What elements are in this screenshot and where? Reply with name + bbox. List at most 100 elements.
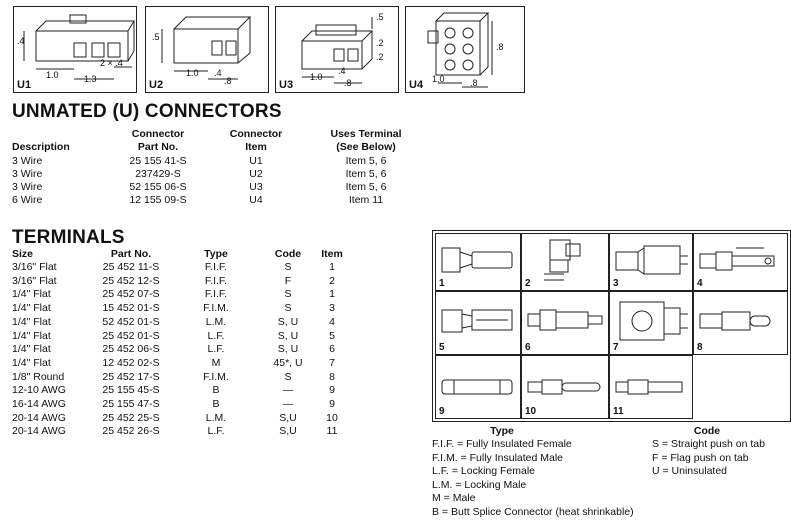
cell-part: 25 452 11-S	[102, 261, 160, 273]
figure-u4: 1.0 .8 .8 U4	[405, 6, 525, 93]
u2-dim-cavity: .4	[214, 68, 222, 78]
cell-number: 1	[439, 278, 445, 289]
terminal-illustration-2: 2	[521, 233, 609, 291]
cell-size: 3/16" Flat	[12, 261, 57, 273]
cell-description: 6 Wire	[12, 194, 43, 206]
cell-part: 25 155 47-S	[102, 398, 160, 410]
cell-part: 12 155 09-S	[129, 194, 187, 206]
table-row: 16-14 AWG 25 155 47-S B — 9	[0, 398, 791, 412]
cell-size: 20-14 AWG	[12, 425, 66, 438]
cell-part: 25 452 06-S	[102, 343, 160, 356]
cell-part: 52 155 06-S	[129, 181, 187, 193]
terminal-illustration-11: 11	[609, 355, 693, 419]
figure-u3: 1.0 .4 .8 .2 .2 .5 U3	[275, 6, 399, 93]
legend-type-title: Type	[490, 425, 514, 437]
terminal-illustration-9: 9	[435, 355, 521, 419]
cell-item: 8	[329, 370, 335, 383]
cell-part: 25 155 45-S	[102, 384, 160, 397]
cell-type: L.F.	[207, 343, 225, 356]
table-row: 3/16" Flat 25 452 12-S F.I.F. F 2	[0, 275, 791, 289]
u2-dim-width: 1.0	[186, 68, 199, 78]
cell-number: 3	[613, 278, 619, 289]
cell-uses: Item 5, 6	[345, 181, 387, 193]
cell-uses: Item 11	[348, 194, 384, 206]
round-male-icon	[699, 311, 771, 331]
cell-part: 52 452 01-S	[102, 315, 160, 328]
cell-code: S	[284, 302, 292, 315]
terminals-title: TERMINALS	[12, 227, 125, 248]
cell-code: F	[284, 274, 292, 287]
cell-item: 7	[329, 356, 335, 369]
cell-type: B	[212, 384, 220, 397]
cell-number: 2	[525, 278, 531, 289]
fully-insulated-male-icon	[615, 245, 688, 275]
col-header-size: Size	[12, 248, 34, 260]
legend-code-item: S = Straight push on tab	[652, 438, 765, 450]
connector-u3-drawing	[301, 17, 374, 84]
cell-number: 8	[697, 342, 703, 353]
cell-code: S,U	[279, 425, 297, 438]
table-row: 1/4" Flat 25 452 06-S L.F. S, U 6	[0, 343, 791, 357]
connectors-title: UNMATED (U) CONNECTORS	[12, 101, 282, 122]
legend-type-item: F.I.F. = Fully Insulated Female	[432, 438, 572, 450]
cell-item: 11	[326, 425, 338, 438]
cell-uses: Item 5, 6	[345, 168, 387, 180]
cell-number: 7	[613, 342, 619, 353]
u2-dim-depth: .8	[224, 76, 232, 86]
cell-item: U1	[249, 155, 263, 167]
terminal-illustration-10: 10	[521, 355, 609, 419]
cell-type: F.I.F.	[204, 274, 228, 287]
col-header-part: Part No.	[110, 248, 152, 260]
cell-number: 6	[525, 342, 531, 353]
terminal-illustration-6: 6	[521, 291, 609, 355]
cell-description: 3 Wire	[12, 181, 43, 193]
cell-type: L.F.	[207, 329, 225, 342]
cell-size: 1/8" Round	[12, 370, 65, 383]
table-row: 1/8" Round 25 452 17-S F.I.M. S 8	[0, 371, 791, 385]
cell-item: 2	[329, 274, 335, 287]
u3-dim-depth: .8	[344, 78, 352, 88]
table-row: 12-10 AWG 25 155 45-S B — 9	[0, 384, 791, 398]
cell-size: 1/4" Flat	[12, 288, 51, 301]
cell-item: 9	[329, 384, 335, 397]
cell-type: F.I.M.	[203, 302, 229, 315]
cell-type: L.F.	[207, 425, 225, 438]
cell-code: —	[282, 384, 294, 397]
u4-dim-width: 1.0	[432, 74, 445, 84]
pin-female-icon	[615, 379, 683, 395]
table-row: 3 Wire 237429-S U2 Item 5, 6	[0, 168, 791, 182]
cell-size: 1/4" Flat	[12, 343, 51, 356]
cell-item: 10	[326, 411, 338, 424]
figure-label: U2	[149, 79, 164, 91]
connector-u4-drawing	[427, 12, 493, 88]
cell-code: 45*, U	[273, 356, 303, 369]
terminal-illustration-7: 7	[609, 291, 693, 355]
legend-type-item: F.I.M. = Fully Insulated Male	[432, 451, 564, 464]
cell-description: 3 Wire	[12, 168, 43, 180]
cell-item: 9	[329, 398, 335, 410]
table-row: 3 Wire 25 155 41-S U1 Item 5, 6	[0, 155, 791, 169]
pin-male-icon	[527, 379, 601, 395]
u2-dim-height: .5	[152, 32, 160, 42]
legend-type-item: M = Male	[432, 492, 476, 504]
fully-insulated-female-icon	[441, 247, 513, 273]
col-header-uses-1: Uses Terminal	[330, 128, 402, 140]
u1-dim-height: .4	[17, 36, 25, 46]
cell-item: 6	[329, 343, 335, 356]
cell-size: 1/4" Flat	[12, 356, 51, 369]
col-header-item-1: Connector	[229, 128, 283, 140]
table-row: 1/4" Flat 25 452 01-S L.F. S, U 5	[0, 330, 791, 344]
cell-code: S	[284, 261, 292, 273]
legend-type-item: B = Butt Splice Connector (heat shrinkab…	[432, 505, 634, 518]
cell-part: 25 452 07-S	[102, 288, 160, 301]
u1-dim-width: 1.0	[46, 70, 59, 80]
cell-uses: Item 5, 6	[345, 155, 387, 167]
cell-item: U2	[249, 168, 263, 180]
male-tab-icon	[619, 301, 688, 341]
table-row: 20-14 AWG 25 452 26-S L.F. S,U 11	[0, 425, 791, 439]
cell-code: S,U	[279, 411, 297, 424]
table-row: 1/4" Flat 52 452 01-S L.M. S, U 4	[0, 316, 791, 330]
terminal-illustration-grid: 1 2 3	[432, 230, 791, 422]
cell-type: B	[212, 398, 220, 410]
terminal-illustration-4: 4	[693, 233, 788, 291]
